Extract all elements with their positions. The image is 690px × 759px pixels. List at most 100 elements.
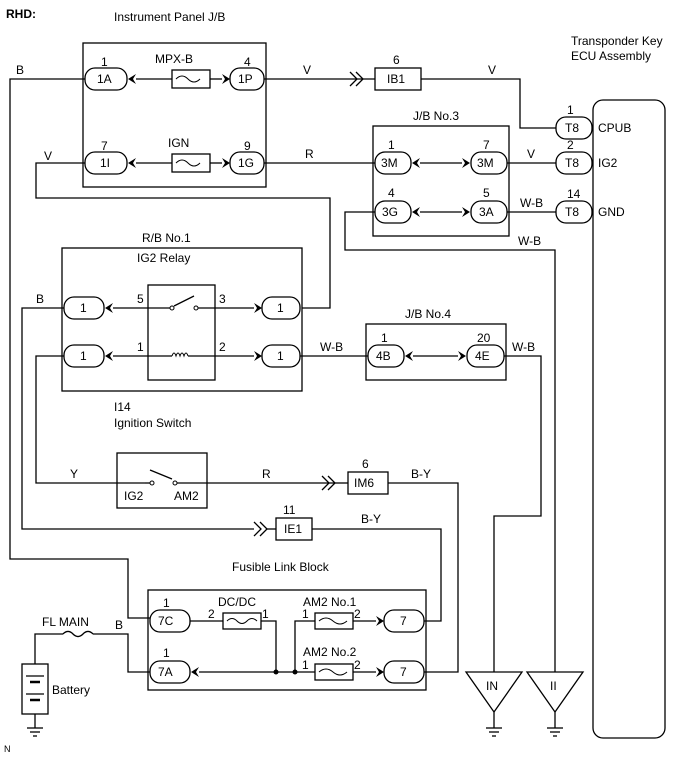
wire-wb-jb4: W-B [320, 340, 343, 354]
wire-b-top: B [16, 63, 24, 77]
ecu-terminal-name: CPUB [598, 121, 631, 135]
battery-label: Battery [52, 683, 90, 697]
fuse-mpx-b [171, 69, 211, 89]
fuse-ign-label: IGN [168, 136, 189, 150]
fl-main-fuse [62, 630, 94, 638]
jb3-pin-a: 1 [388, 138, 395, 152]
jb3-pin-d: 5 [483, 186, 490, 200]
ecu-terminal-connector [555, 151, 593, 175]
fl-pin-1a: 1 [163, 596, 170, 610]
ie1-pin: 11 [283, 503, 296, 517]
fl-conn-r2-label: 7 [400, 665, 407, 679]
am2-no1-label: AM2 No.1 [303, 595, 357, 609]
wire-v-ig2: V [527, 147, 535, 161]
jb3-pin-c: 4 [388, 186, 395, 200]
ecu-terminal-name: IG2 [598, 156, 618, 170]
fusible-title: Fusible Link Block [232, 560, 330, 574]
ground-in [464, 671, 524, 714]
rb1-conn-l2-label: 1 [80, 349, 87, 363]
ie1-label: IE1 [284, 522, 302, 536]
am2-2-pin-1: 1 [302, 658, 309, 672]
ip-pin-4: 4 [244, 55, 251, 69]
wire-by-im6: B-Y [411, 467, 431, 481]
fl-conn-r1-label: 7 [400, 614, 407, 628]
rb1-pin-1: 1 [137, 340, 144, 354]
wire-r-1g: R [305, 147, 314, 161]
jb3-conn-a: 3M [381, 156, 398, 170]
battery-symbol [21, 663, 49, 715]
rb1-conn-r1-label: 1 [277, 301, 284, 315]
fl-pin-1b: 1 [163, 646, 170, 660]
ig2-relay [147, 284, 216, 381]
wire-y: Y [70, 467, 78, 481]
im6-label: IM6 [354, 476, 374, 490]
ip-conn-1A-label: 1A [97, 72, 112, 86]
wire-v-ib1: V [303, 63, 311, 77]
rb1-conn-l1-label: 1 [80, 301, 87, 315]
ip-conn-1G-label: 1G [238, 156, 254, 170]
rb1-conn-r1 [261, 296, 301, 320]
ip-pin-9: 9 [244, 139, 251, 153]
fl-conn-r1 [383, 609, 425, 633]
instrument-panel-title: Instrument Panel J/B [114, 10, 225, 24]
im6-pin: 6 [362, 457, 369, 471]
ignition-switch [116, 452, 208, 509]
ecu-terminal-conn: T8 [565, 121, 579, 135]
ib1-pin: 6 [393, 53, 400, 67]
wire-r-im6: R [262, 467, 271, 481]
ignition-code: I14 [114, 400, 131, 414]
jb3-pin-b: 7 [483, 138, 490, 152]
jb4-title: J/B No.4 [405, 307, 451, 321]
jb3-conn-d: 3A [479, 205, 494, 219]
ecu-terminal-conn: T8 [565, 205, 579, 219]
wire-v-cpub: V [488, 63, 496, 77]
ib1-label: IB1 [387, 72, 405, 86]
am2-2-pin-2: 2 [354, 658, 361, 672]
ig2-relay-label: IG2 Relay [137, 251, 190, 265]
fl-conn-r2 [383, 660, 425, 684]
rb1-title: R/B No.1 [142, 231, 191, 245]
wire-b-main [9, 78, 150, 619]
dcdc-label: DC/DC [218, 595, 256, 609]
fuse-mpx-b-label: MPX-B [155, 52, 193, 66]
ecu-terminal-name: GND [598, 205, 625, 219]
jb4-conn-b: 4E [475, 349, 490, 363]
jb3-conn-c: 3G [382, 205, 398, 219]
ecu-terminal-conn: T8 [565, 156, 579, 170]
ground-ii [525, 671, 585, 714]
fl-main-label: FL MAIN [42, 615, 89, 629]
jb3-conn-b: 3M [477, 156, 494, 170]
ecu-box [592, 99, 666, 739]
wire-b-battery: B [115, 618, 123, 632]
wire-v-1i: V [44, 149, 52, 163]
ecu-terminal-connector [555, 116, 593, 140]
jb4-box [365, 323, 507, 381]
fuse-am2-no1 [314, 612, 354, 630]
ip-conn-1I-label: 1I [100, 156, 110, 170]
rb1-conn-r2-label: 1 [277, 349, 284, 363]
jb3-box [372, 125, 510, 237]
rb1-box [61, 247, 303, 392]
jb4-pin-a: 1 [381, 331, 388, 345]
ip-pin-1: 1 [101, 55, 108, 69]
am2-1-pin-1: 1 [302, 607, 309, 621]
rb1-pin-3: 3 [219, 292, 226, 306]
ignition-name: Ignition Switch [114, 416, 191, 430]
ecu-title-2: ECU Assembly [571, 49, 651, 63]
am2-no2-label: AM2 No.2 [303, 645, 357, 659]
jb4-conn-a: 4B [376, 349, 391, 363]
ip-pin-7: 7 [101, 139, 108, 153]
am2-1-pin-2: 2 [354, 607, 361, 621]
ground-in-label: IN [486, 679, 498, 693]
rhd-label: RHD: [6, 7, 36, 21]
wire-wb-gnd: W-B [520, 196, 543, 210]
wire-by-ie1: B-Y [361, 512, 381, 526]
rb1-pin-2: 2 [219, 340, 226, 354]
dcdc-pin-2: 2 [208, 607, 215, 621]
wire-wb-4e: W-B [512, 340, 535, 354]
fl-conn-7c-label: 7C [158, 614, 174, 628]
jb4-pin-b: 20 [477, 331, 491, 345]
ecu-terminal-pin: 1 [567, 103, 574, 117]
